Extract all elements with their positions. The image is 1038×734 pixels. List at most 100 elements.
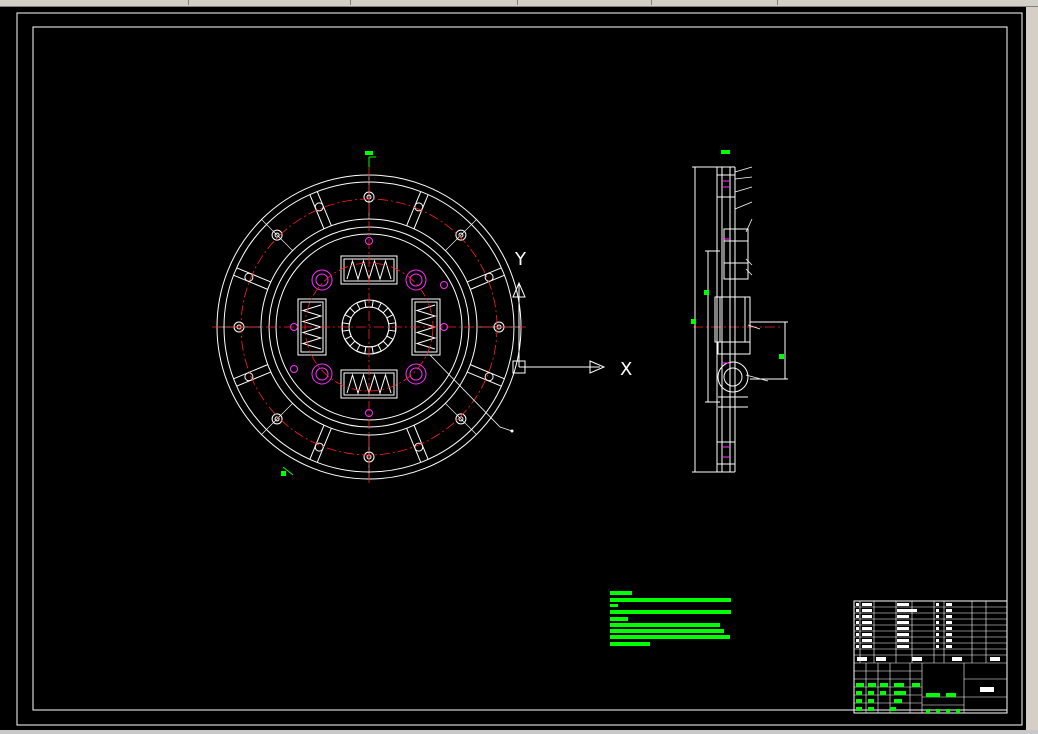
toolbar-segment[interactable] (519, 0, 652, 5)
rivet-center (458, 416, 464, 422)
rivet-center (274, 232, 280, 238)
part-no-cell (856, 603, 859, 606)
part-qty-cell (936, 633, 939, 636)
friction-slot-line (406, 428, 422, 463)
friction-slot-line (467, 371, 502, 387)
friction-slot-line (309, 194, 325, 229)
rivet-center (458, 232, 464, 238)
section-marks (281, 151, 376, 476)
title-green-cell (868, 683, 876, 687)
part-material-cell (946, 633, 952, 636)
part-material-cell (946, 615, 952, 618)
part-qty-cell (936, 627, 939, 630)
side-section-view (692, 166, 788, 473)
ucs-y-label: Y (514, 249, 527, 270)
part-qty-cell (936, 639, 939, 642)
rivet (414, 202, 424, 212)
small-hole (290, 365, 298, 373)
rivet (455, 229, 467, 241)
toolbar-segment[interactable] (190, 0, 351, 5)
rivet (414, 442, 424, 452)
part-no-cell (856, 639, 859, 642)
segment-divider (445, 219, 477, 251)
part-no-cell (856, 627, 859, 630)
part-code-cell (862, 639, 872, 642)
title-block (853, 600, 1008, 714)
segment-divider (445, 403, 477, 435)
part-material-cell (946, 645, 952, 648)
friction-slot-line (406, 191, 422, 226)
inner-frame (32, 26, 1008, 711)
title-green-cell (894, 683, 904, 687)
part-name-cell (897, 633, 909, 636)
rivets (233, 191, 505, 463)
title-green-cell (856, 691, 862, 695)
part-code-cell (862, 609, 872, 612)
title-green-cell (868, 707, 874, 711)
friction-slot-line (236, 267, 271, 283)
friction-slot-line (309, 425, 325, 460)
toolbar-segment[interactable] (352, 0, 518, 5)
title-green-cell (894, 691, 906, 695)
friction-slot-line (413, 194, 429, 229)
part-qty-cell (936, 603, 939, 606)
title-green-cell (926, 693, 940, 697)
title-green-cell (946, 709, 950, 713)
centerlines (212, 167, 780, 485)
stop-pin-inner (409, 273, 423, 287)
part-code-cell (862, 603, 872, 606)
small-hole (440, 281, 448, 289)
part-material-cell (946, 603, 952, 606)
rivet (455, 413, 467, 425)
title-green-cell (880, 691, 886, 695)
drawing-canvas[interactable]: Y X (0, 7, 1026, 730)
part-code-cell (862, 645, 872, 648)
part-code-cell (862, 633, 872, 636)
segment-divider (261, 219, 293, 251)
title-green-cell (856, 707, 862, 711)
rivet (271, 229, 283, 241)
side-view-hatch-marks (722, 180, 730, 458)
part-qty-cell (936, 621, 939, 624)
friction-slot-line (470, 364, 505, 380)
stop-pin (311, 363, 333, 385)
rivet (271, 413, 283, 425)
part-qty-cell (936, 609, 939, 612)
cad-drawing: Y X (16, 12, 1023, 726)
part-name-cell (897, 609, 917, 612)
toolbar-segment[interactable] (0, 0, 189, 5)
header-cell (857, 657, 867, 661)
title-green-cell (868, 699, 874, 703)
toolbar-segment[interactable] (653, 0, 778, 5)
stop-pin (405, 269, 427, 291)
rivet (314, 442, 324, 452)
friction-slot-line (233, 274, 268, 290)
title-green-cell (856, 683, 864, 687)
part-name-cell (897, 603, 909, 606)
rivet (244, 372, 254, 382)
part-name-cell (897, 645, 909, 648)
part-code-cell (862, 621, 872, 624)
friction-slot-line (413, 425, 429, 460)
friction-slots (217, 175, 521, 479)
title-green-cell (936, 709, 940, 713)
part-material-cell (946, 627, 952, 630)
part-qty-cell (936, 615, 939, 618)
ucs-x-label: X (620, 359, 632, 380)
stop-pin-inner (315, 273, 329, 287)
vertical-scrollbar[interactable] (1026, 7, 1038, 730)
header-cell (952, 657, 962, 661)
segment-divider (261, 403, 293, 435)
stop-pin (405, 363, 427, 385)
title-green-cell (894, 699, 902, 703)
part-material-cell (946, 639, 952, 642)
title-green-cell (956, 709, 960, 713)
technical-requirements (610, 591, 731, 646)
window-toolbar-strip (0, 0, 1038, 7)
friction-slot-line (316, 191, 332, 226)
ucs-icon: Y X (512, 249, 632, 380)
stop-pin-inner (315, 367, 329, 381)
part-qty-cell (936, 645, 939, 648)
part-no-cell (856, 633, 859, 636)
leader-line (429, 354, 513, 432)
